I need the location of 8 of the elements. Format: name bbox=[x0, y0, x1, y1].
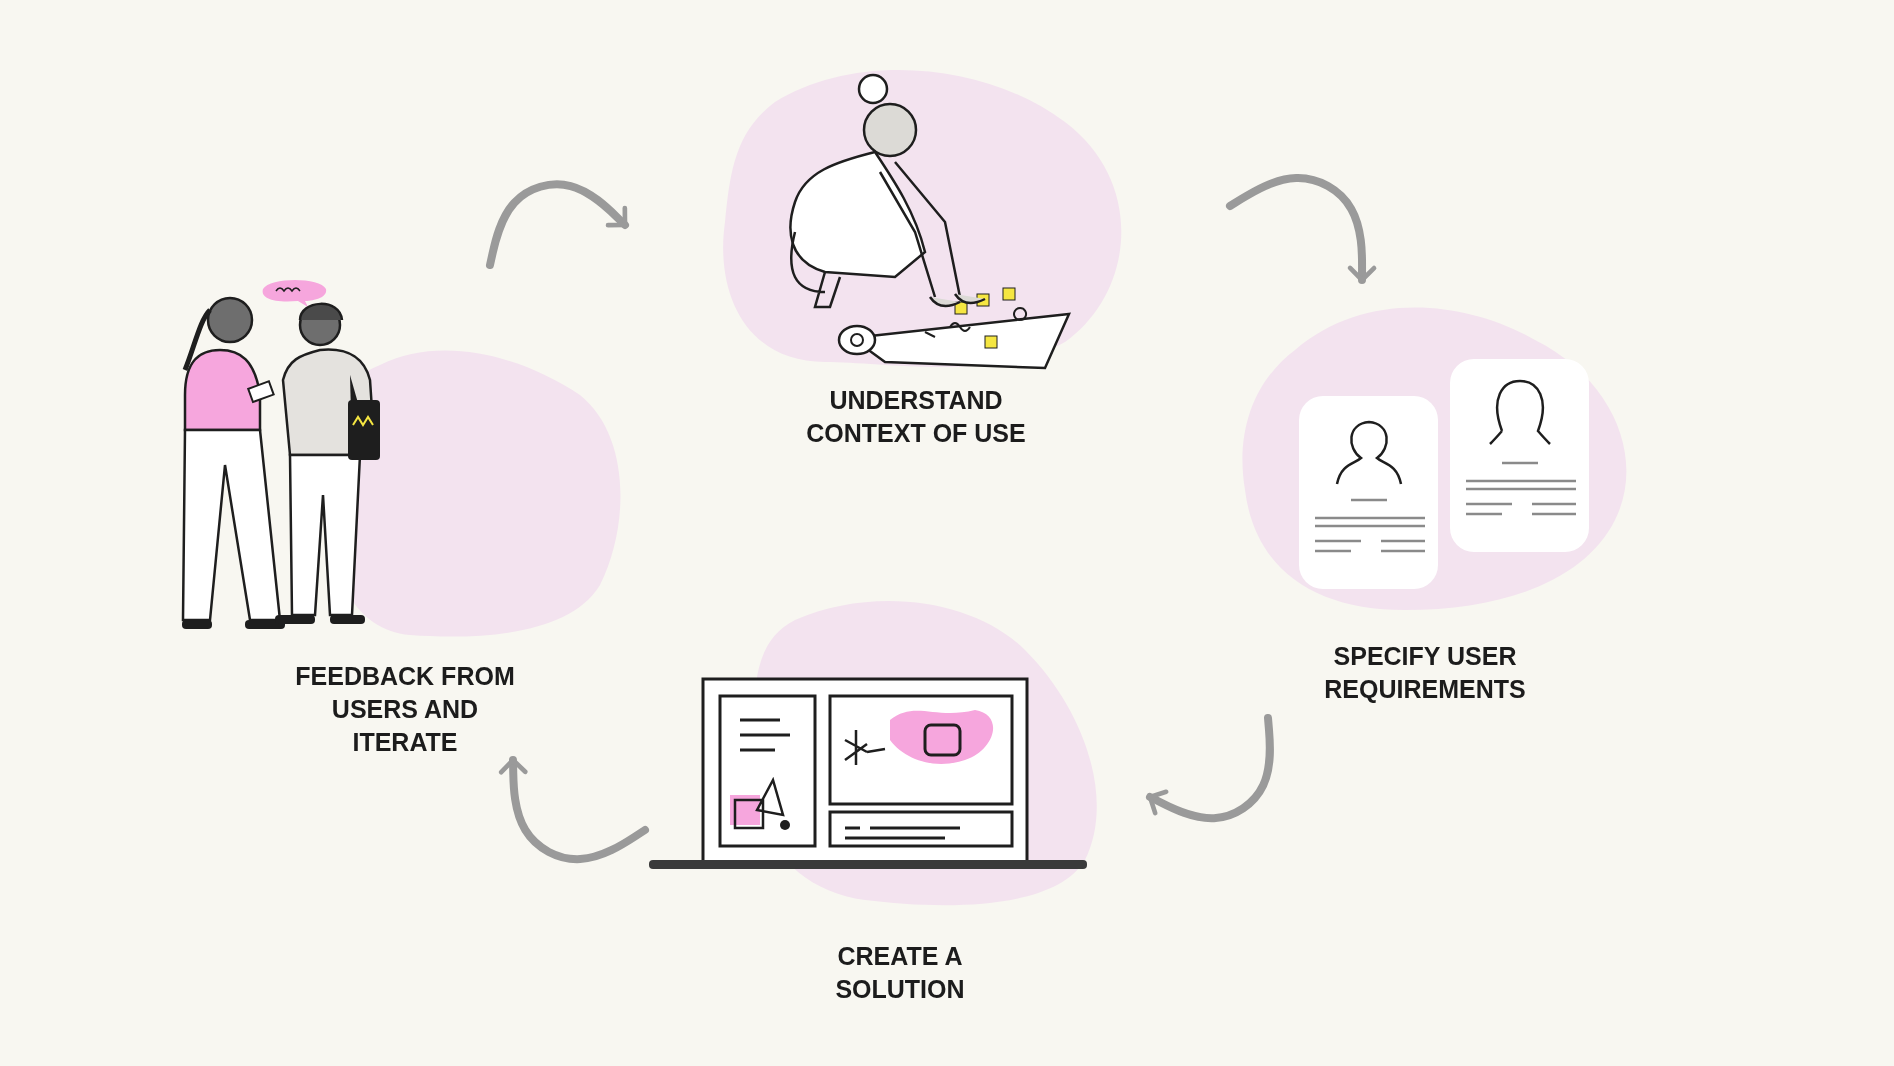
step-caption: FEEDBACK FROM USERS AND ITERATE bbox=[294, 661, 516, 758]
step-caption: SPECIFY USER REQUIREMENTS bbox=[1323, 641, 1527, 705]
step-caption: UNDERSTAND CONTEXT OF USE bbox=[805, 385, 1027, 449]
step-caption: CREATE A SOLUTION bbox=[834, 941, 966, 1005]
curved-arrow bbox=[498, 756, 649, 864]
curved-arrow bbox=[486, 180, 629, 269]
curved-arrow bbox=[1226, 174, 1377, 284]
curved-arrow bbox=[1146, 714, 1274, 823]
